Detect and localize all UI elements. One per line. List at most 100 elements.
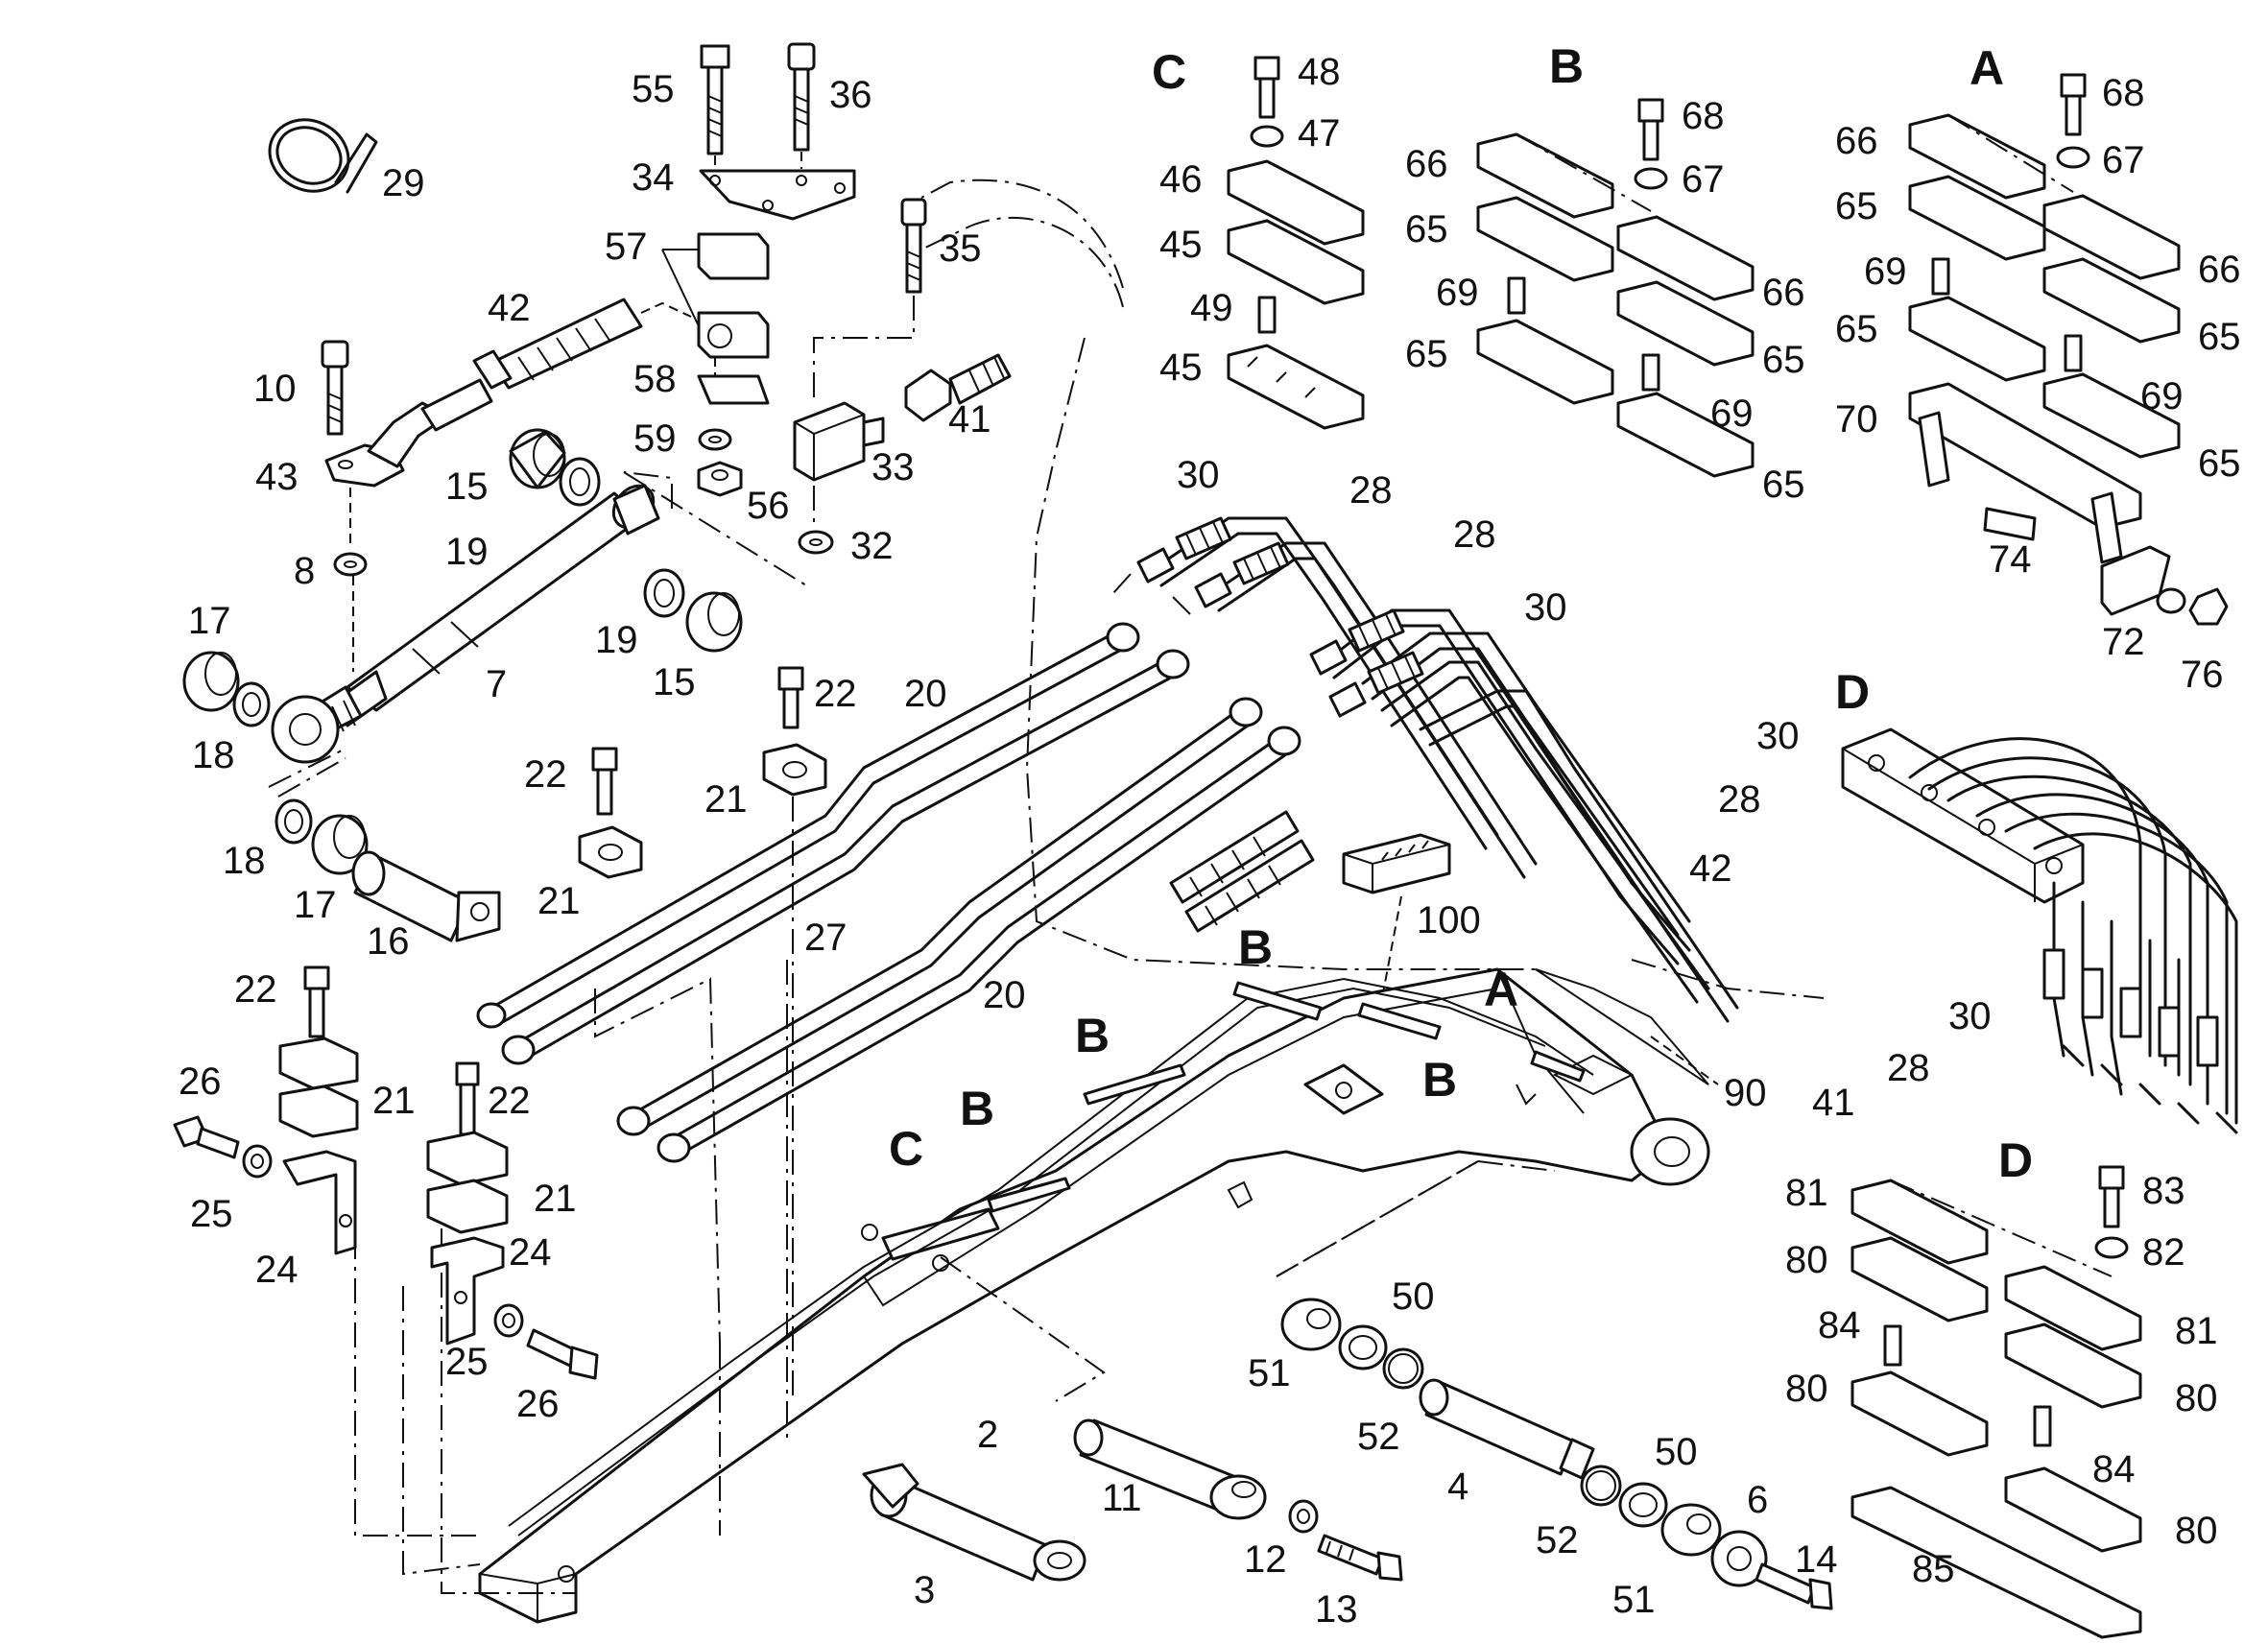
seal-ring-18b [275,798,313,845]
callout-83: 83 [2142,1170,2185,1212]
pipe-20-upper [476,622,1140,1029]
block-33 [793,401,885,482]
callout-65e: 65 [1835,185,1878,227]
callout-80c: 80 [2175,1377,2218,1419]
callout-80a: 80 [1785,1239,1828,1281]
callout-15a: 15 [445,465,489,508]
callout-10: 10 [253,368,297,410]
callout-28a: 28 [1349,469,1393,512]
bolt-55 [700,44,730,155]
callout-18a: 18 [192,734,235,776]
callout-22c: 22 [234,968,277,1011]
bushing-15b [685,591,743,653]
callout-66b: 66 [1762,272,1805,314]
bolt-22d [455,1061,480,1136]
pin-16 [351,850,501,942]
bushing-51a [1280,1298,1342,1351]
callout-6: 6 [1747,1479,1768,1521]
clamp-21a [762,743,827,797]
callout-42: 42 [488,287,531,329]
callout-17a: 17 [188,600,231,642]
callout-22d: 22 [488,1080,531,1122]
pin-3 [862,1463,1086,1582]
callout-66a: 66 [1405,143,1448,185]
section-letters: C B A D D B A B B B C [889,39,2033,1187]
clamp-halves-57 [661,232,770,359]
callout-12: 12 [1244,1538,1287,1581]
callout-19b: 19 [595,619,638,661]
bolt-26a [173,1115,240,1159]
callout-90: 90 [1724,1072,1767,1114]
callout-46: 46 [1159,158,1203,201]
callout-29: 29 [382,162,425,204]
callout-14: 14 [1795,1538,1838,1581]
callout-15b: 15 [653,661,696,703]
callout-85: 85 [1912,1548,1955,1590]
bolt-10 [321,340,349,436]
bolt-22b [591,747,618,816]
washer-25b [493,1303,524,1338]
seal-50a [1338,1324,1388,1370]
section-letter-d-mid: D [1835,665,1870,719]
section-letter-c-boom: C [889,1122,923,1176]
hose-sleeve-42b [1169,810,1315,933]
callout-55: 55 [632,68,675,110]
callout-68b: 68 [2102,72,2145,114]
callout-81a: 81 [1785,1172,1828,1214]
callout-72: 72 [2102,621,2145,663]
manifold-d [1841,727,2085,904]
section-letter-a-boom: A [1484,963,1518,1016]
callout-25b: 25 [445,1341,489,1383]
bolt-22c [303,965,330,1038]
washer-8 [333,552,368,577]
section-letter-d-bottom: D [1998,1133,2033,1187]
callout-47: 47 [1298,112,1341,155]
callout-67a: 67 [1682,158,1725,201]
seal-ring-18a [232,681,271,727]
seal-50b [1618,1482,1668,1528]
callout-65d: 65 [1762,464,1805,506]
callout-84a: 84 [1818,1304,1861,1346]
o-ring-52b [1580,1465,1622,1507]
callout-30b: 30 [1524,586,1567,629]
callout-74: 74 [1989,538,2032,581]
pin-4 [1419,1378,1595,1480]
callout-50a: 50 [1392,1275,1435,1318]
callout-26b: 26 [516,1383,560,1425]
bolt-22a [777,666,804,729]
callout-65a: 65 [1405,208,1448,250]
callout-17b: 17 [294,884,337,926]
hydraulic-cylinder-7 [271,484,660,764]
bushing-51b [1660,1503,1722,1557]
callout-65h: 65 [2198,442,2241,485]
callout-69c: 69 [1864,250,1907,293]
callout-19a: 19 [445,531,489,573]
bolt-14 [1755,1562,1833,1610]
callout-36: 36 [829,74,872,116]
callout-35: 35 [939,227,982,270]
washer-32 [798,530,834,555]
section-letter-a-top: A [1970,41,2004,95]
section-letter-c-top: C [1152,45,1186,99]
callout-21d: 21 [534,1178,577,1220]
callout-57: 57 [605,226,648,268]
callout-30a: 30 [1177,454,1220,496]
callout-56: 56 [747,485,790,527]
bolt-13 [1317,1534,1403,1582]
plate-58 [697,357,770,405]
section-d-clamps [1850,1165,2142,1639]
callout-32: 32 [850,525,894,567]
callout-labels: 55 36 34 57 35 42 10 58 59 56 41 33 32 4… [179,51,2241,1631]
callout-30d: 30 [1948,995,1992,1037]
callout-80d: 80 [2175,1510,2218,1552]
callout-33: 33 [871,446,915,488]
clamp-21b [578,825,643,879]
callout-26a: 26 [179,1060,222,1103]
seal-ring-19a [559,457,601,507]
callout-41b: 41 [1812,1082,1855,1124]
section-a-clamps [1908,73,2229,626]
callout-22b: 22 [524,753,567,796]
callout-27: 27 [804,917,848,959]
